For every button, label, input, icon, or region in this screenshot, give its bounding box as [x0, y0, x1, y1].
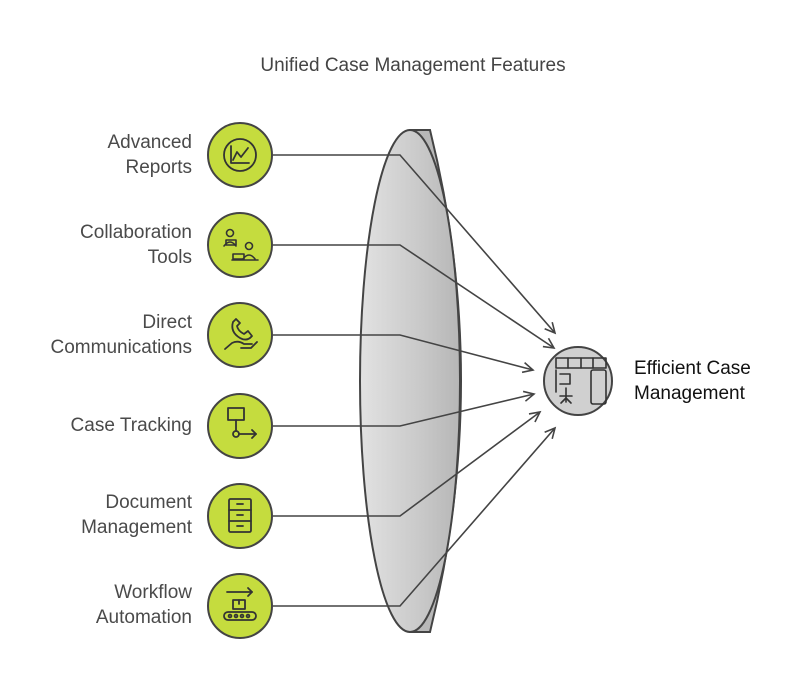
- connector-document-management: [273, 410, 542, 517]
- feature-label-line2: Reports: [125, 157, 192, 178]
- feature-node-2: [207, 212, 273, 278]
- feature-label-line2: Communications: [50, 337, 193, 358]
- floor-plan-icon: [555, 357, 607, 405]
- connector-lines: [273, 154, 557, 607]
- feature-node-5: [207, 483, 273, 549]
- outcome-label-line1: Efficient Case: [634, 358, 751, 379]
- feature-label-document-management: Document Management: [81, 490, 192, 540]
- feature-label-line1: Advanced: [107, 132, 192, 153]
- conveyor-icon: [223, 587, 257, 621]
- feature-label-line2: Automation: [95, 607, 192, 628]
- feature-label-case-tracking: Case Tracking: [71, 413, 192, 438]
- connector-collaboration-tools: [273, 244, 556, 349]
- flowchart-icon: [227, 407, 257, 439]
- connector-case-tracking: [273, 390, 536, 427]
- feature-label-line2: Management: [81, 517, 192, 538]
- outcome-node: [543, 346, 613, 416]
- connector-workflow-automation: [273, 426, 557, 607]
- feature-node-4: [207, 393, 273, 459]
- feature-label-line2: Tools: [147, 247, 192, 268]
- connector-direct-communications: [273, 334, 535, 374]
- collaboration-icon: [223, 228, 259, 261]
- diagram-title: Unified Case Management Features: [260, 55, 566, 76]
- feature-label-direct-communications: Direct Communications: [51, 310, 193, 360]
- feature-label-advanced-reports: Advanced Reports: [107, 130, 192, 180]
- line-chart-icon: [223, 138, 257, 172]
- feature-label-line1: Collaboration: [80, 222, 192, 243]
- feature-label-line1: Document: [105, 492, 192, 513]
- feature-node-1: [207, 122, 273, 188]
- connector-advanced-reports: [273, 154, 557, 335]
- feature-label-line1: Workflow: [114, 582, 192, 603]
- feature-label-line1: Case Tracking: [70, 415, 192, 436]
- feature-node-6: [207, 573, 273, 639]
- file-cabinet-icon: [228, 498, 252, 533]
- outcome-label-line2: Management: [634, 383, 745, 404]
- feature-label-line1: Direct: [142, 312, 192, 333]
- lens-shape: [359, 129, 462, 633]
- feature-label-collaboration-tools: Collaboration Tools: [80, 220, 192, 270]
- outcome-label: Efficient Case Management: [634, 356, 751, 406]
- feature-label-workflow-automation: Workflow Automation: [96, 580, 192, 630]
- hand-phone-icon: [224, 318, 258, 350]
- feature-node-3: [207, 302, 273, 368]
